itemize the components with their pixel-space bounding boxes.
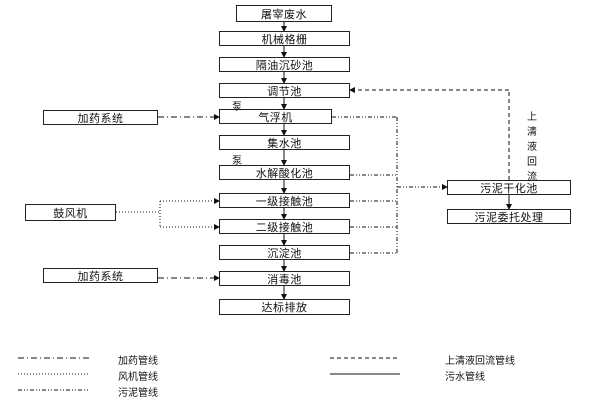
box-mechanical-screen: 机械格栅 [219,31,350,46]
box-hydrolysis-tank: 水解酸化池 [219,165,350,180]
box-sedimentation-tank: 沉淀池 [219,245,350,260]
box-secondary-contact-tank: 二级接触池 [219,219,350,234]
box-discharge: 达标排放 [219,299,350,315]
box-sludge-drying: 污泥干化池 [447,180,571,195]
legend-dosing: 加药管线 [118,356,158,367]
box-blower: 鼓风机 [25,204,116,221]
return-lines [349,87,510,180]
box-sludge-disposal: 污泥委托处理 [447,209,571,224]
box-dosing-system-2: 加药系统 [43,268,158,283]
pump-label-1: 泵 [232,102,242,113]
sewage-flow-lines [281,22,512,300]
box-collection-tank: 集水池 [219,135,350,150]
dosing-lines [158,114,220,281]
pump-label-2: 泵 [232,156,242,167]
box-equalization-tank: 调节池 [219,83,350,98]
box-air-flotation: 气浮机 [219,109,332,124]
legend-samples [18,357,400,391]
sludge-lines [332,116,448,254]
box-disinfection-tank: 消毒池 [219,271,350,286]
box-grease-grit-tank: 隔油沉砂池 [219,57,350,72]
legend-sewage: 污水管线 [445,372,485,383]
legend-sludge: 污泥管线 [118,388,158,399]
air-lines [116,198,220,230]
box-slaughter-wastewater: 屠宰废水 [236,5,332,22]
supernatant-return-label: 上清液回流 [527,112,537,183]
legend-return: 上清液回流管线 [445,356,515,367]
box-primary-contact-tank: 一级接触池 [219,193,350,208]
box-dosing-system-1: 加药系统 [43,110,158,125]
legend-air: 风机管线 [118,372,158,383]
